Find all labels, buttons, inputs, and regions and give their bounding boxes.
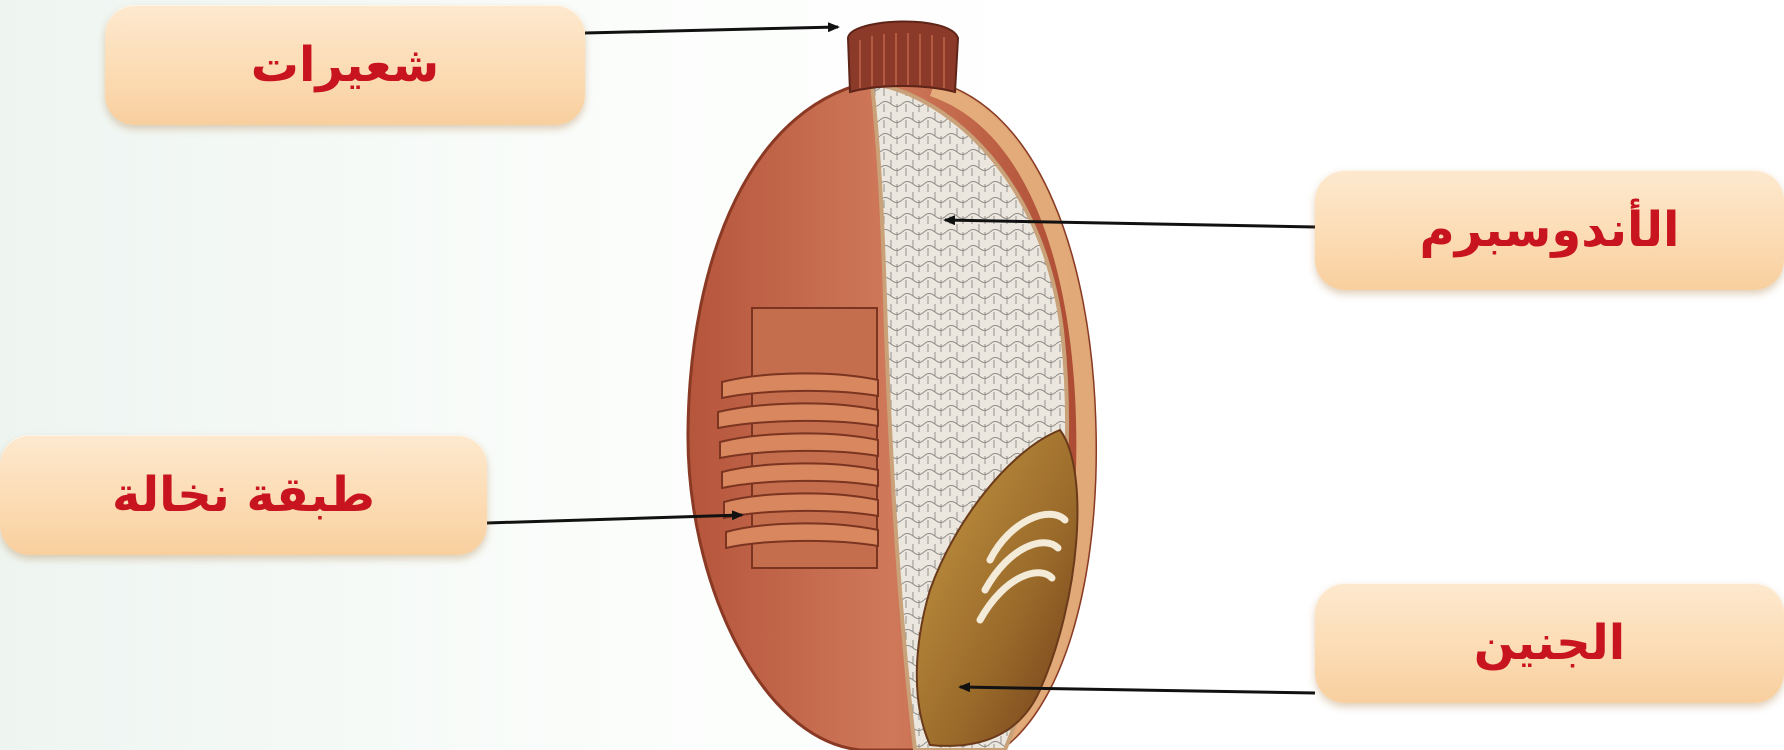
label-box-bran-layer: طبقة نخالة: [0, 435, 487, 555]
label-hairs: شعيرات: [251, 37, 439, 93]
label-endosperm: الأندوسبرم: [1420, 202, 1680, 258]
label-box-endosperm: الأندوسبرم: [1315, 170, 1784, 290]
label-embryo: الجنين: [1474, 615, 1625, 671]
label-box-hairs: شعيرات: [105, 5, 585, 125]
wheat-grain: [688, 21, 1096, 750]
hairs-brush: [848, 21, 958, 92]
arrow-hairs: [585, 27, 838, 33]
label-box-embryo: الجنين: [1315, 583, 1784, 703]
label-bran-layer: طبقة نخالة: [112, 467, 375, 523]
